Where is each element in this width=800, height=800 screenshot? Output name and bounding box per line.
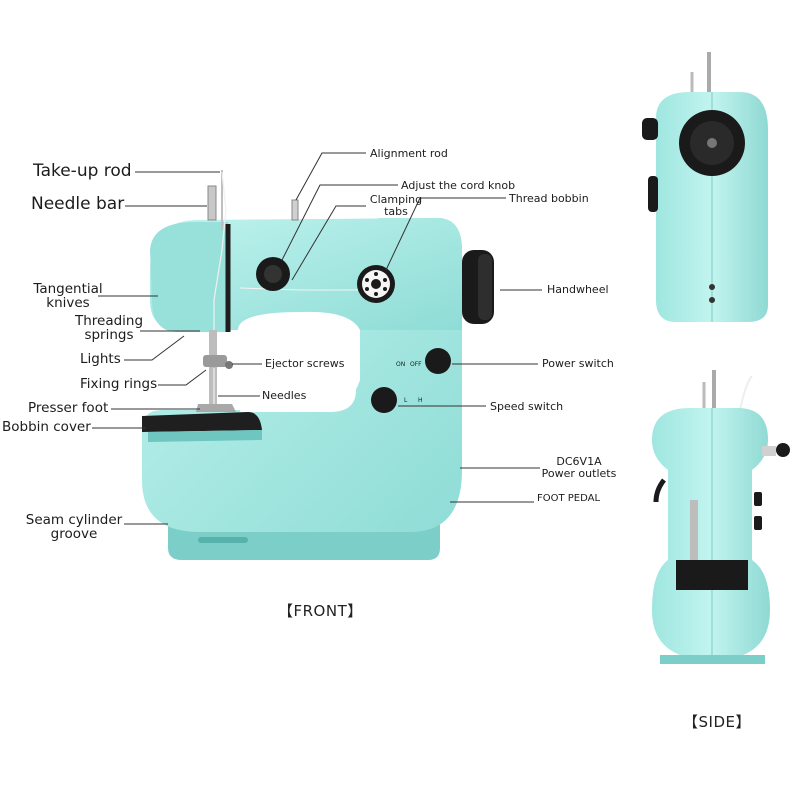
needle-head: [150, 222, 228, 332]
label-take-up-rod: Take-up rod: [33, 161, 132, 181]
label-speed-switch: Speed switch: [490, 400, 564, 413]
caption-side: 【SIDE】: [683, 713, 751, 731]
ejector-screw-shape: [225, 361, 233, 369]
speed-switch-shape: [371, 387, 397, 413]
label-ejector-screws: Ejector screws: [265, 357, 345, 370]
side-view-top: [642, 52, 768, 322]
label-bobbin-cover: Bobbin cover: [2, 419, 91, 435]
bed-plate: [142, 412, 262, 432]
side-view-bottom: [652, 370, 790, 664]
switch-mark-low: L: [404, 397, 408, 404]
front-view: [142, 170, 494, 560]
label-needles: Needles: [262, 389, 307, 402]
fixing-ring-shape: [203, 355, 227, 367]
label-power-switch: Power switch: [542, 357, 614, 370]
switch-mark-off: OFF: [410, 361, 422, 368]
label-fixing-rings: Fixing rings: [80, 376, 158, 392]
label-lights: Lights: [80, 351, 121, 367]
label-alignment-rod: Alignment rod: [370, 147, 448, 160]
label-handwheel: Handwheel: [547, 283, 609, 296]
switch-mark-on: ON: [396, 361, 406, 368]
presser-foot-shape: [196, 404, 236, 412]
throat-opening: [238, 312, 356, 412]
power-switch-shape: [425, 348, 451, 374]
leader-lines: [92, 152, 542, 525]
caption-front: 【FRONT】: [278, 602, 363, 620]
needle-bar-shape: [207, 185, 217, 221]
switch-mark-high: H: [418, 397, 423, 404]
label-presser-foot: Presser foot: [28, 400, 109, 416]
seam-groove: [198, 537, 248, 543]
label-adjust-cord-knob: Adjust the cord knob: [401, 179, 516, 192]
label-foot-pedal: FOOT PEDAL: [537, 493, 601, 504]
label-needle-bar: Needle bar: [31, 194, 125, 214]
label-thread-bobbin: Thread bobbin: [509, 192, 589, 205]
alignment-rod-shape: [291, 199, 299, 221]
